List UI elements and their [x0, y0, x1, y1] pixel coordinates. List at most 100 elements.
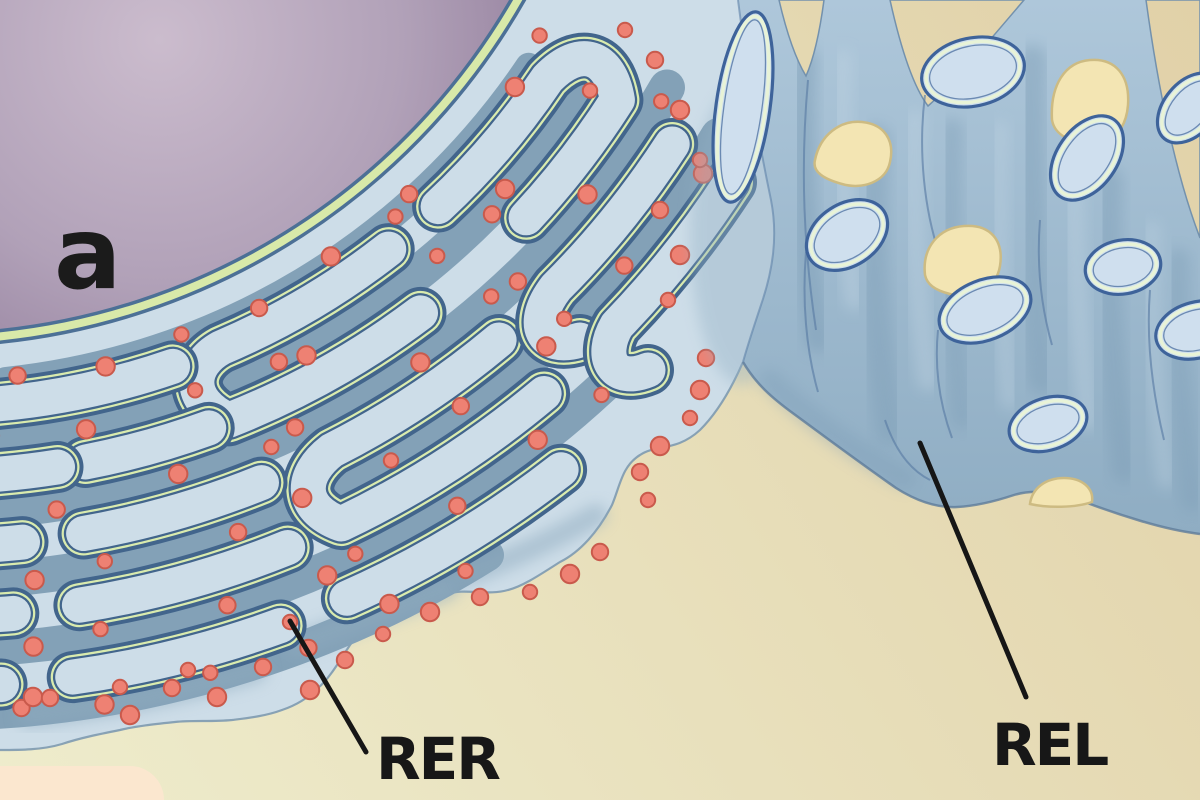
ribosome-dot: [448, 496, 467, 515]
ribosome-dot: [457, 562, 474, 580]
tubule-opening-ring: [1088, 242, 1158, 292]
ribosome-dot: [75, 419, 97, 440]
cream-patch: [813, 120, 893, 188]
ribosome-dot: [24, 569, 45, 591]
ribosome-dot: [218, 596, 237, 615]
nucleus: [0, 0, 527, 344]
ribosome-dot: [527, 429, 548, 450]
tubule-crease: [935, 329, 953, 439]
tubule-opening-inner-line: [1057, 123, 1117, 193]
ribosome-dot: [689, 379, 711, 401]
rer-lobe-shading: [17, 504, 607, 728]
ribosome-dot: [483, 288, 500, 305]
tubule-opening-ring: [715, 14, 771, 200]
ribosome-dot: [536, 336, 557, 357]
tubule-opening: [1154, 299, 1200, 361]
rer-cisterna: [0, 449, 75, 492]
smooth-er: [690, 0, 1200, 536]
tubule-opening: [1007, 394, 1089, 454]
rel-tubule-openings: [711, 10, 1200, 454]
ribosome-dot: [47, 500, 66, 519]
ribosome-dot: [40, 688, 60, 708]
ribosome-dot: [669, 99, 691, 121]
rel-leader-line: [917, 440, 1029, 700]
ribosome-dot: [615, 256, 634, 275]
ribosome-dot: [96, 553, 114, 570]
tubule-opening: [804, 198, 890, 272]
tubule-opening: [1083, 238, 1163, 296]
ribosome-dot: [399, 184, 419, 204]
cytosol-band: [0, 356, 634, 666]
ribosome-dot: [206, 686, 228, 708]
tubule-opening: [937, 275, 1033, 345]
ribosome-dot: [639, 491, 657, 509]
rer-cisterna: [0, 667, 19, 703]
ribosome-dot: [173, 326, 190, 343]
ribosome-dot: [162, 678, 182, 698]
ribosome-dot: [186, 382, 204, 399]
rough-er: [0, 0, 783, 752]
tubule-opening: [1155, 71, 1200, 145]
rel-bottom-outline: [741, 361, 1200, 536]
ribosome-dot: [504, 76, 526, 98]
rer-cisterna: [420, 41, 635, 236]
ribosome-dot: [616, 21, 634, 39]
ribosome-dot: [8, 366, 27, 385]
tubule-crease: [802, 79, 817, 331]
tubule-opening-ring: [1158, 303, 1200, 357]
ribosome-dot: [494, 178, 516, 200]
cytosol-band: [0, 117, 737, 598]
ribosome-dot: [168, 463, 189, 485]
tubule-opening-rim: [711, 10, 775, 204]
tubule-crease: [803, 251, 819, 393]
tubule-opening-inner-line: [1163, 308, 1200, 352]
ribosome-dot: [228, 522, 248, 542]
ribosome-dot: [410, 352, 431, 373]
ribosome-dot: [296, 345, 317, 366]
tubule-opening-ring: [1160, 75, 1200, 141]
rel-membrane-creases: [802, 79, 1165, 481]
ribosome-dot: [387, 208, 404, 225]
cream-patch: [1028, 476, 1094, 508]
tubule-crease: [1037, 219, 1053, 346]
ribosome-dot: [379, 593, 400, 615]
tubule-opening-ring: [924, 39, 1022, 105]
tubule-opening-inner-line: [1092, 246, 1154, 288]
ribosome-dot: [347, 545, 364, 562]
ribosome-dot: [119, 704, 141, 726]
rer-cisterna: [523, 126, 690, 361]
tubule-shadow: [1095, 167, 1137, 483]
ribosome-dot: [659, 291, 677, 309]
tubule-crease: [1147, 289, 1165, 441]
tubule-opening-rim: [1083, 238, 1163, 296]
ribosomes: [0, 21, 716, 726]
ribosome-dot: [263, 438, 280, 456]
rer-cisterna: [329, 452, 579, 616]
rel-top-notch-1: [778, 0, 825, 78]
ribosome-dot: [429, 247, 446, 265]
ribosome-dot: [669, 244, 691, 266]
ribosome-dot: [269, 352, 289, 371]
tubule-shadow: [1015, 45, 1057, 395]
ribosome-dot: [249, 298, 269, 318]
rel-label: REL: [992, 711, 1108, 779]
rer-cisterna: [68, 410, 227, 480]
tubule-highlight: [903, 109, 939, 391]
tubule-opening-ring: [941, 279, 1029, 341]
corner-card: [0, 766, 164, 800]
tubule-opening: [920, 35, 1026, 109]
rer-label: RER: [376, 725, 500, 793]
ribosome-dot: [111, 678, 129, 696]
ribosome-dot: [94, 694, 115, 715]
tubule-opening-ring: [1053, 118, 1121, 198]
ribosome-dot: [317, 565, 338, 586]
nucleus-body: [0, 0, 516, 335]
ribosome-dot: [179, 661, 197, 679]
ribosome-dot: [577, 184, 598, 205]
tubule-opening-ring: [809, 202, 885, 268]
rer-leader-line: [287, 618, 369, 755]
ribosome-dot: [556, 310, 573, 327]
ribosome-dot: [645, 50, 665, 70]
